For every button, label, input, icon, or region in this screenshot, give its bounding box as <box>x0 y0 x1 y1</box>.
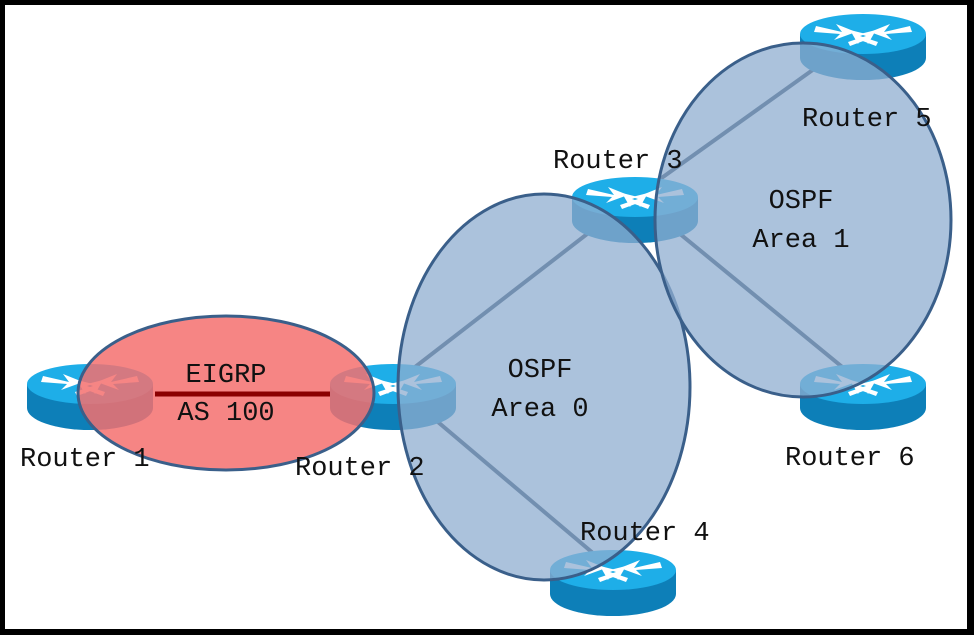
diagram-canvas: EIGRP AS 100 OSPF Area 0 OSPF Area 1 Rou… <box>5 5 967 629</box>
eigrp-as-label: AS 100 <box>177 399 274 429</box>
router-1-label: Router 1 <box>20 445 150 475</box>
ospf-area1-zone <box>653 41 953 399</box>
ospf-area0-label: OSPF <box>508 356 573 386</box>
ospf-area1-label: OSPF <box>769 187 834 217</box>
router-2-label: Router 2 <box>295 454 425 484</box>
network-diagram: EIGRP AS 100 OSPF Area 0 OSPF Area 1 Rou… <box>20 14 953 616</box>
router-3-label: Router 3 <box>553 147 683 177</box>
eigrp-label: EIGRP <box>185 361 266 391</box>
router-5-label: Router 5 <box>802 105 932 135</box>
router-6-label: Router 6 <box>785 444 915 474</box>
ospf-area1-sub-label: Area 1 <box>752 226 849 256</box>
ospf-area0-sub-label: Area 0 <box>491 395 588 425</box>
ospf-area0-zone <box>396 192 692 582</box>
router-4-label: Router 4 <box>580 519 710 549</box>
